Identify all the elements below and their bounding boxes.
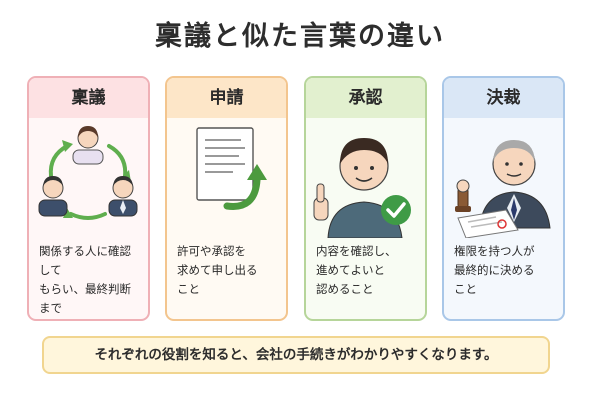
card-shinsei: 申請 許可や承認を 求めて申し出る こと [165,76,288,321]
page-title: 稟議と似た言葉の違い [155,21,445,52]
card-kessai-description: 権限を持つ人が 最終的に決める こと [454,244,535,296]
footer-note: それぞれの役割を知ると、会社の手続きがわかりやすくなります。 [42,336,550,374]
approval-checkmark-icon [306,118,425,238]
card-shinsei-label: 申請 [167,78,286,118]
card-ringi: 稟議 [27,76,150,321]
card-shinsei-description: 許可や承認を 求めて申し出る こと [177,244,258,296]
card-kessai: 決裁 [442,76,565,321]
people-cycle-icon [29,118,148,238]
document-submit-icon [167,118,286,238]
card-shounin: 承認 内容を確認し、 進めてよいと 認めること [304,76,427,321]
card-kessai-label: 決裁 [444,78,563,118]
card-shounin-description: 内容を確認し、 進めてよいと 認めること [316,244,397,296]
card-ringi-description: 関係する人に確認して もらい、最終判断まで 進める一連の手続き [39,244,131,315]
stamp-authority-icon [444,118,563,238]
card-ringi-label: 稟議 [29,78,148,118]
card-shounin-label: 承認 [306,78,425,118]
